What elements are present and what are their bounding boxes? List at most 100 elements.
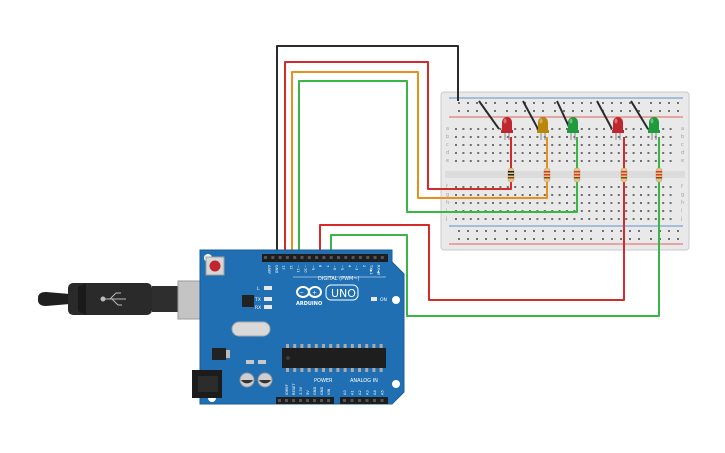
terminal-hole[interactable]: [580, 128, 583, 130]
led-3[interactable]: [567, 117, 579, 140]
terminal-hole[interactable]: [647, 194, 650, 196]
terminal-hole[interactable]: [580, 152, 583, 154]
terminal-hole[interactable]: [558, 152, 561, 154]
terminal-hole[interactable]: [462, 152, 465, 154]
rail-hole[interactable]: [677, 230, 679, 232]
rail-hole[interactable]: [581, 102, 583, 104]
terminal-hole[interactable]: [469, 144, 472, 146]
terminal-hole[interactable]: [566, 152, 568, 154]
rail-hole[interactable]: [590, 110, 592, 112]
resistor-1[interactable]: [507, 167, 515, 183]
terminal-hole[interactable]: [529, 144, 531, 146]
terminal-hole[interactable]: [469, 194, 472, 196]
terminal-hole[interactable]: [625, 210, 628, 212]
terminal-hole[interactable]: [469, 152, 472, 154]
terminal-hole[interactable]: [654, 218, 657, 220]
terminal-hole[interactable]: [499, 160, 502, 162]
terminal-hole[interactable]: [558, 202, 561, 204]
terminal-hole[interactable]: [617, 218, 620, 220]
terminal-hole[interactable]: [477, 186, 480, 188]
header-pin[interactable]: [337, 256, 340, 259]
terminal-hole[interactable]: [662, 202, 665, 204]
terminal-hole[interactable]: [647, 202, 650, 204]
header-pin[interactable]: [365, 399, 369, 402]
jumper-led5-gnd[interactable]: [630, 100, 649, 130]
terminal-hole[interactable]: [632, 202, 635, 204]
terminal-hole[interactable]: [588, 210, 591, 212]
terminal-hole[interactable]: [573, 202, 576, 204]
terminal-hole[interactable]: [588, 152, 591, 154]
header-pin[interactable]: [343, 399, 346, 402]
rail-hole[interactable]: [668, 230, 670, 232]
terminal-hole[interactable]: [492, 186, 494, 188]
terminal-hole[interactable]: [529, 202, 531, 204]
rail-hole[interactable]: [563, 230, 565, 232]
terminal-hole[interactable]: [536, 144, 539, 146]
terminal-hole[interactable]: [669, 186, 672, 188]
terminal-hole[interactable]: [529, 218, 531, 220]
terminal-hole[interactable]: [514, 218, 517, 220]
rail-hole[interactable]: [476, 238, 478, 240]
rail-hole[interactable]: [611, 238, 613, 240]
header-pin[interactable]: [373, 256, 377, 259]
terminal-hole[interactable]: [580, 160, 583, 162]
terminal-hole[interactable]: [477, 160, 480, 162]
rail-hole[interactable]: [620, 102, 622, 104]
terminal-hole[interactable]: [521, 128, 524, 130]
terminal-hole[interactable]: [654, 144, 657, 146]
terminal-hole[interactable]: [536, 218, 539, 220]
terminal-hole[interactable]: [669, 144, 672, 146]
terminal-hole[interactable]: [551, 186, 554, 188]
terminal-hole[interactable]: [499, 194, 502, 196]
resistor-3[interactable]: [573, 167, 581, 183]
terminal-hole[interactable]: [632, 186, 635, 188]
header-pin[interactable]: [358, 256, 362, 259]
terminal-hole[interactable]: [506, 194, 509, 196]
terminal-hole[interactable]: [484, 160, 487, 162]
terminal-hole[interactable]: [654, 210, 657, 212]
terminal-hole[interactable]: [499, 152, 502, 154]
rail-hole[interactable]: [602, 102, 604, 104]
rail-hole[interactable]: [638, 110, 640, 112]
terminal-hole[interactable]: [521, 144, 524, 146]
rail-hole[interactable]: [650, 238, 652, 240]
terminal-hole[interactable]: [603, 128, 605, 130]
terminal-hole[interactable]: [521, 194, 524, 196]
terminal-hole[interactable]: [484, 202, 487, 204]
terminal-hole[interactable]: [610, 152, 613, 154]
rail-hole[interactable]: [533, 238, 535, 240]
terminal-hole[interactable]: [462, 136, 465, 138]
terminal-hole[interactable]: [603, 186, 605, 188]
terminal-hole[interactable]: [654, 202, 657, 204]
terminal-hole[interactable]: [499, 136, 502, 138]
terminal-hole[interactable]: [595, 136, 598, 138]
resistor-5[interactable]: [655, 167, 663, 183]
terminal-hole[interactable]: [573, 218, 576, 220]
rail-hole[interactable]: [563, 238, 565, 240]
rail-hole[interactable]: [524, 230, 526, 232]
terminal-hole[interactable]: [529, 194, 531, 196]
terminal-hole[interactable]: [566, 144, 568, 146]
rail-hole[interactable]: [554, 230, 556, 232]
rail-hole[interactable]: [554, 110, 556, 112]
rail-hole[interactable]: [677, 238, 679, 240]
terminal-hole[interactable]: [654, 152, 657, 154]
resistor-4[interactable]: [620, 167, 628, 183]
rail-hole[interactable]: [542, 238, 544, 240]
terminal-hole[interactable]: [469, 218, 472, 220]
terminal-hole[interactable]: [669, 160, 672, 162]
terminal-hole[interactable]: [566, 194, 568, 196]
terminal-hole[interactable]: [566, 136, 568, 138]
terminal-hole[interactable]: [484, 152, 487, 154]
terminal-hole[interactable]: [558, 128, 561, 130]
terminal-hole[interactable]: [521, 202, 524, 204]
terminal-hole[interactable]: [617, 186, 620, 188]
terminal-hole[interactable]: [462, 160, 465, 162]
terminal-hole[interactable]: [662, 136, 665, 138]
terminal-hole[interactable]: [580, 186, 583, 188]
header-pin[interactable]: [271, 256, 275, 259]
terminal-hole[interactable]: [625, 160, 628, 162]
terminal-hole[interactable]: [610, 202, 613, 204]
terminal-hole[interactable]: [662, 186, 665, 188]
rail-hole[interactable]: [485, 230, 487, 232]
